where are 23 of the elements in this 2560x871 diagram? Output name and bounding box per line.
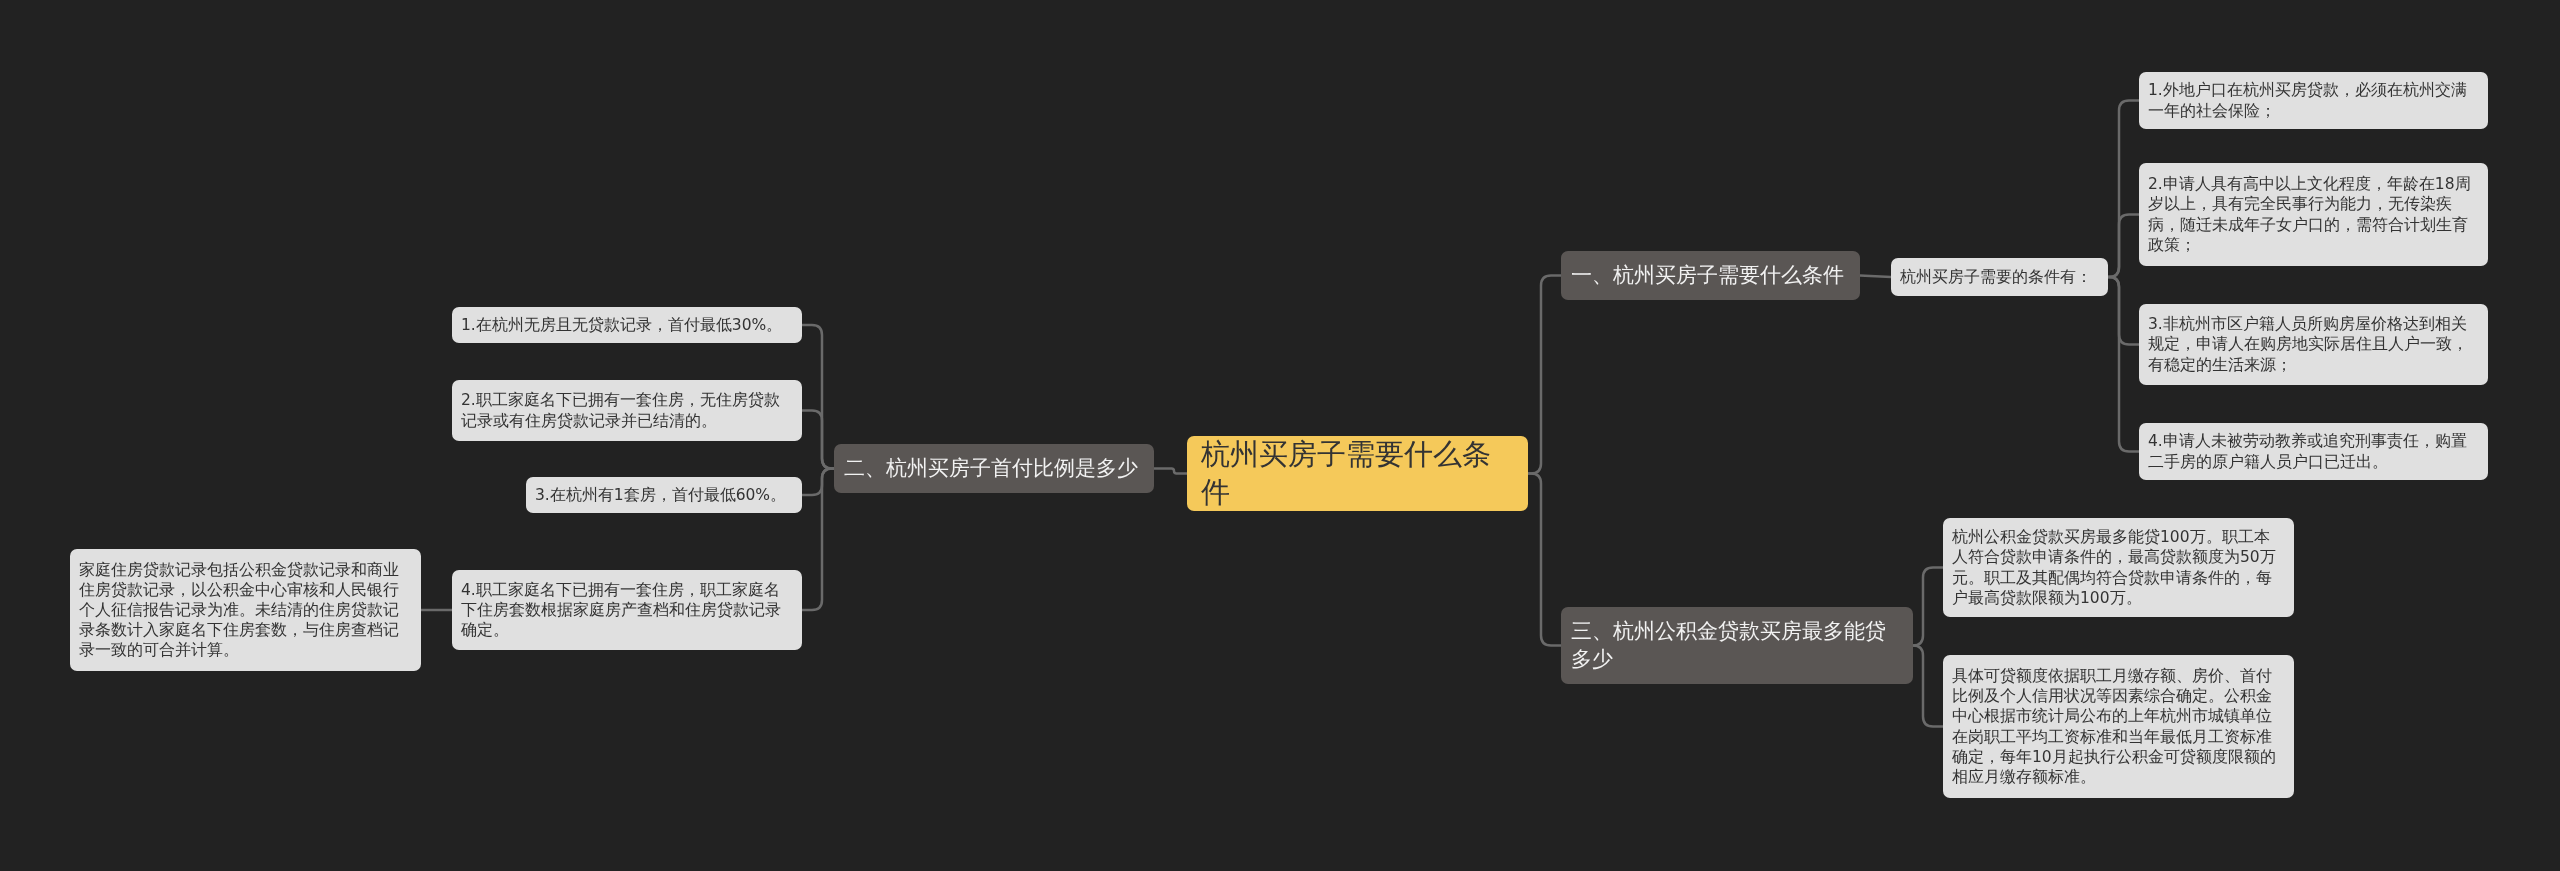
note-box: 1.外地户口在杭州买房贷款，必须在杭州交满一年的社会保险； — [2139, 72, 2488, 129]
connector-line — [1154, 467, 1187, 475]
topic-box: 三、杭州公积金贷款买房最多能贷多少 — [1561, 607, 1913, 684]
topic-box: 一、杭州买房子需要什么条件 — [1561, 251, 1860, 300]
connector-line — [421, 608, 452, 612]
note-box: 4.职工家庭名下已拥有一套住房，职工家庭名下住房套数根据家庭房产查档和住房贷款记录确定。 — [452, 570, 802, 650]
note-box: 2.职工家庭名下已拥有一套住房，无住房贷款记录或有住房贷款记录并已结清的。 — [452, 380, 802, 441]
connector-line — [802, 467, 834, 612]
note-box: 家庭住房贷款记录包括公积金贷款记录和商业住房贷款记录，以公积金中心审核和人民银行个人征信报告记录为准。未结清的住房贷款记录条数计入家庭名下住房套数，与住房查档记录一致的可合并计算。 — [70, 549, 421, 671]
note-box: 2.申请人具有高中以上文化程度，年龄在18周岁以上，具有完全民事行为能力，无传染疾病，随迁未成年子女户口的，需符合计划生育政策； — [2139, 163, 2488, 266]
central-topic-box: 杭州买房子需要什么条件 — [1187, 436, 1528, 512]
note-box: 3.在杭州有1套房，首付最低60%。 — [526, 477, 802, 513]
note-box: 杭州买房子需要的条件有： — [1891, 258, 2108, 296]
connector-line — [1528, 472, 1561, 647]
connector-line — [1859, 274, 1892, 279]
note-box: 4.申请人未被劳动教养或追究刑事责任，购置二手房的原户籍人员户口已迁出。 — [2139, 423, 2488, 480]
note-box: 1.在杭州无房且无贷款记录，首付最低30%。 — [452, 307, 802, 343]
note-box: 3.非杭州市区户籍人员所购房屋价格达到相关规定，申请人在购房地实际居住且人户一致，有稳定的生活来源； — [2139, 304, 2488, 385]
topic-box: 二、杭州买房子首付比例是多少 — [834, 444, 1154, 493]
connector-line — [1911, 644, 1943, 728]
connector-line — [2107, 275, 2139, 453]
note-box: 杭州公积金贷款买房最多能贷100万。职工本人符合贷款申请条件的，最高贷款额度为50万元。职工及其配偶均符合贷款申请条件的，每户最高贷款限额为100万。 — [1943, 518, 2294, 617]
note-box: 具体可贷额度依据职工月缴存额、房价、首付比例及个人信用状况等因素综合确定。公积金中心根据市统计局公布的上年杭州市城镇单位在岗职工平均工资标准和当年最低月工资标准确定，每年10月起执行公积金可贷额度限额的相应月缴存额标准。 — [1943, 655, 2294, 798]
